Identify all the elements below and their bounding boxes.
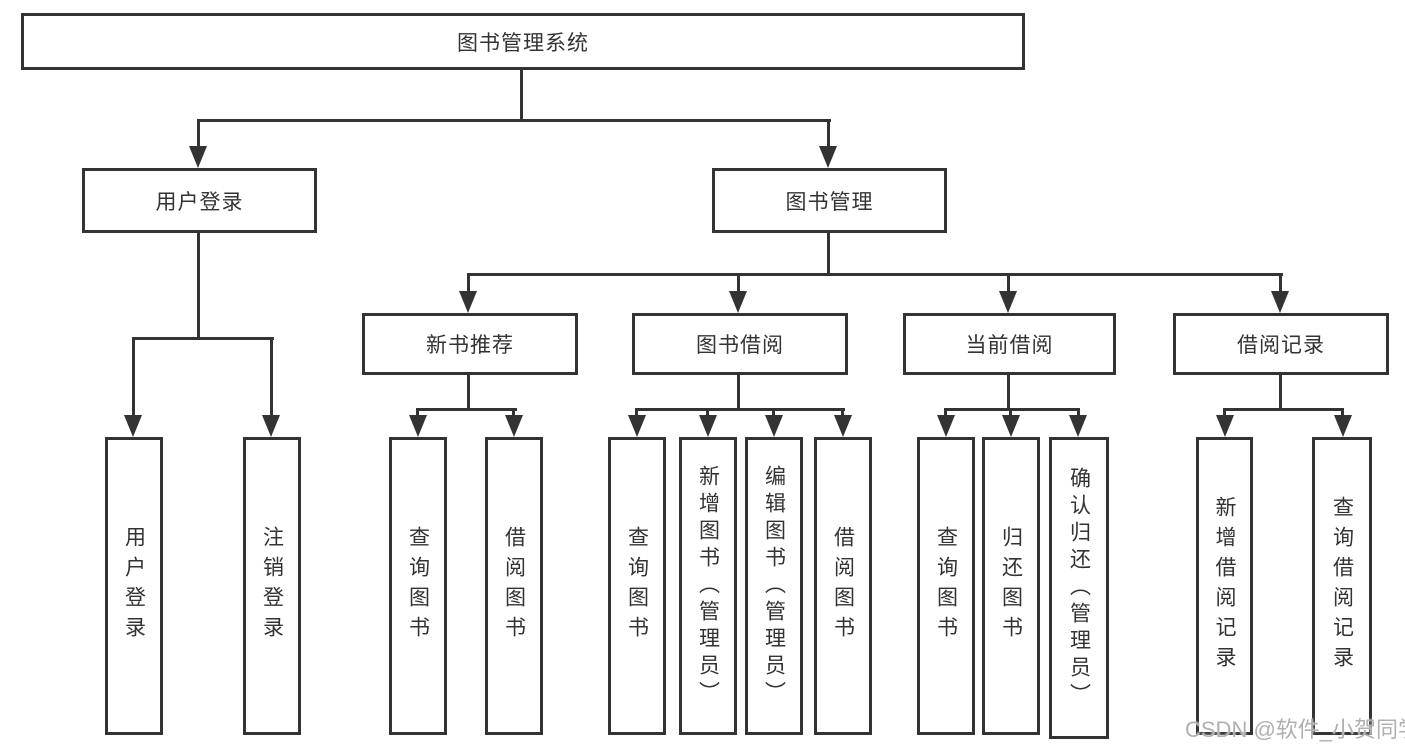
connector-level2-bar	[197, 119, 831, 122]
connector-user-login-stem	[197, 233, 200, 340]
connector-bb-drop	[737, 274, 740, 293]
node-cb-confirm: 确认归还（管理员）	[1049, 437, 1109, 739]
arrow-to-nbr-query	[409, 415, 427, 437]
node-cb-confirm-label: 确认归还（管理员）	[1067, 466, 1091, 710]
node-cb-return-label: 归还图书	[999, 526, 1023, 646]
arrow-to-nbr-borrow	[505, 415, 523, 437]
node-borrow-records-label: 借阅记录	[1237, 334, 1325, 357]
connector-cb-stem	[1007, 375, 1010, 411]
arrow-to-bb-add	[699, 415, 717, 437]
node-br-query-label: 查询借阅记录	[1330, 496, 1354, 676]
connector-nbr-drop	[467, 274, 470, 293]
node-nbr-borrow-label: 借阅图书	[502, 526, 526, 646]
node-borrow-records: 借阅记录	[1173, 313, 1389, 375]
arrow-to-borrow-records	[1271, 291, 1289, 313]
node-current-borrow-label: 当前借阅	[965, 334, 1054, 357]
node-bb-query: 查询图书	[608, 437, 666, 735]
connector-br-drop	[1279, 274, 1282, 293]
connector-cb-c1-drop	[944, 410, 947, 418]
connector-ul-child2-drop	[270, 339, 273, 419]
connector-bb-c1-drop	[635, 410, 638, 418]
node-bb-borrow-label: 借阅图书	[831, 526, 855, 646]
node-ul-user-login: 用户登录	[105, 437, 163, 735]
connector-bb-c2-drop	[706, 410, 709, 418]
node-book-mgmt-label: 图书管理	[785, 190, 874, 214]
node-ul-user-login-label: 用户登录	[122, 526, 146, 646]
node-book-borrow-label: 图书借阅	[696, 334, 784, 357]
node-nbr-borrow: 借阅图书	[485, 437, 543, 735]
watermark: CSDN @软件_小贺同学	[1185, 717, 1405, 742]
arrow-to-br-query	[1334, 415, 1352, 437]
node-cb-return: 归还图书	[982, 437, 1040, 735]
connector-cb-c3-drop	[1077, 410, 1080, 418]
connector-user-login-bar	[132, 337, 274, 340]
connector-bb-c4-drop	[841, 410, 844, 418]
connector-nbr-c1-drop	[416, 410, 419, 418]
arrow-to-br-add	[1216, 415, 1234, 437]
node-user-login: 用户登录	[82, 168, 317, 233]
node-new-book-rec: 新书推荐	[362, 313, 578, 375]
node-br-add: 新增借阅记录	[1196, 437, 1253, 735]
connector-nbr-stem	[467, 375, 470, 411]
connector-cb-bar	[944, 408, 1080, 411]
node-nbr-query: 查询图书	[389, 437, 447, 735]
node-bb-edit-label: 编辑图书（管理员）	[762, 464, 786, 708]
node-nbr-query-label: 查询图书	[406, 526, 430, 646]
arrow-to-cb-confirm	[1069, 415, 1087, 437]
arrow-to-ul-logout	[262, 415, 280, 437]
node-book-mgmt: 图书管理	[712, 168, 947, 233]
arrow-to-bb-query	[628, 415, 646, 437]
connector-nbr-bar	[416, 408, 517, 411]
node-ul-logout-label: 注销登录	[260, 526, 284, 646]
node-root: 图书管理系统	[21, 13, 1025, 70]
connector-cb-c2-drop	[1009, 410, 1012, 418]
connector-bb-c3-drop	[772, 410, 775, 418]
connector-book-mgmt-drop	[827, 120, 830, 150]
arrow-to-bb-borrow	[834, 415, 852, 437]
connector-bb-stem	[737, 375, 740, 411]
connector-br-c1-drop	[1223, 410, 1226, 418]
node-book-borrow: 图书借阅	[632, 313, 848, 375]
arrow-to-new-book-rec	[459, 291, 477, 313]
node-br-add-label: 新增借阅记录	[1213, 496, 1236, 676]
arrow-to-cb-return	[1002, 415, 1020, 437]
connector-root-stem	[520, 70, 523, 120]
connector-br-stem	[1279, 375, 1282, 411]
node-ul-logout: 注销登录	[243, 437, 301, 735]
node-bb-add-label: 新增图书（管理员）	[696, 464, 720, 708]
node-new-book-rec-label: 新书推荐	[426, 334, 514, 357]
arrow-to-cb-query	[937, 415, 955, 437]
connector-nbr-c2-drop	[512, 410, 515, 418]
node-current-borrow: 当前借阅	[903, 313, 1116, 375]
arrow-to-book-borrow	[729, 291, 747, 313]
node-bb-borrow: 借阅图书	[814, 437, 872, 735]
connector-cb-drop	[1007, 274, 1010, 293]
arrow-to-bb-edit	[765, 415, 783, 437]
connector-ul-child1-drop	[132, 339, 135, 419]
arrow-to-book-mgmt	[819, 146, 837, 168]
node-bb-edit: 编辑图书（管理员）	[745, 437, 803, 735]
connector-user-login-drop	[197, 120, 200, 150]
arrow-to-current-borrow	[999, 291, 1017, 313]
node-cb-query-label: 查询图书	[934, 526, 958, 646]
connector-br-bar	[1223, 408, 1344, 411]
arrow-to-user-login	[189, 146, 207, 168]
node-cb-query: 查询图书	[917, 437, 975, 735]
connector-level3-bar	[467, 273, 1283, 276]
node-root-label: 图书管理系统	[457, 31, 589, 55]
connector-br-c2-drop	[1341, 410, 1344, 418]
connector-book-mgmt-stem	[827, 233, 830, 276]
node-bb-add: 新增图书（管理员）	[679, 437, 737, 735]
connector-bb-bar	[635, 408, 845, 411]
node-bb-query-label: 查询图书	[625, 526, 649, 646]
arrow-to-ul-user-login	[124, 415, 142, 437]
node-br-query: 查询借阅记录	[1312, 437, 1372, 735]
node-user-login-label: 用户登录	[155, 190, 244, 214]
